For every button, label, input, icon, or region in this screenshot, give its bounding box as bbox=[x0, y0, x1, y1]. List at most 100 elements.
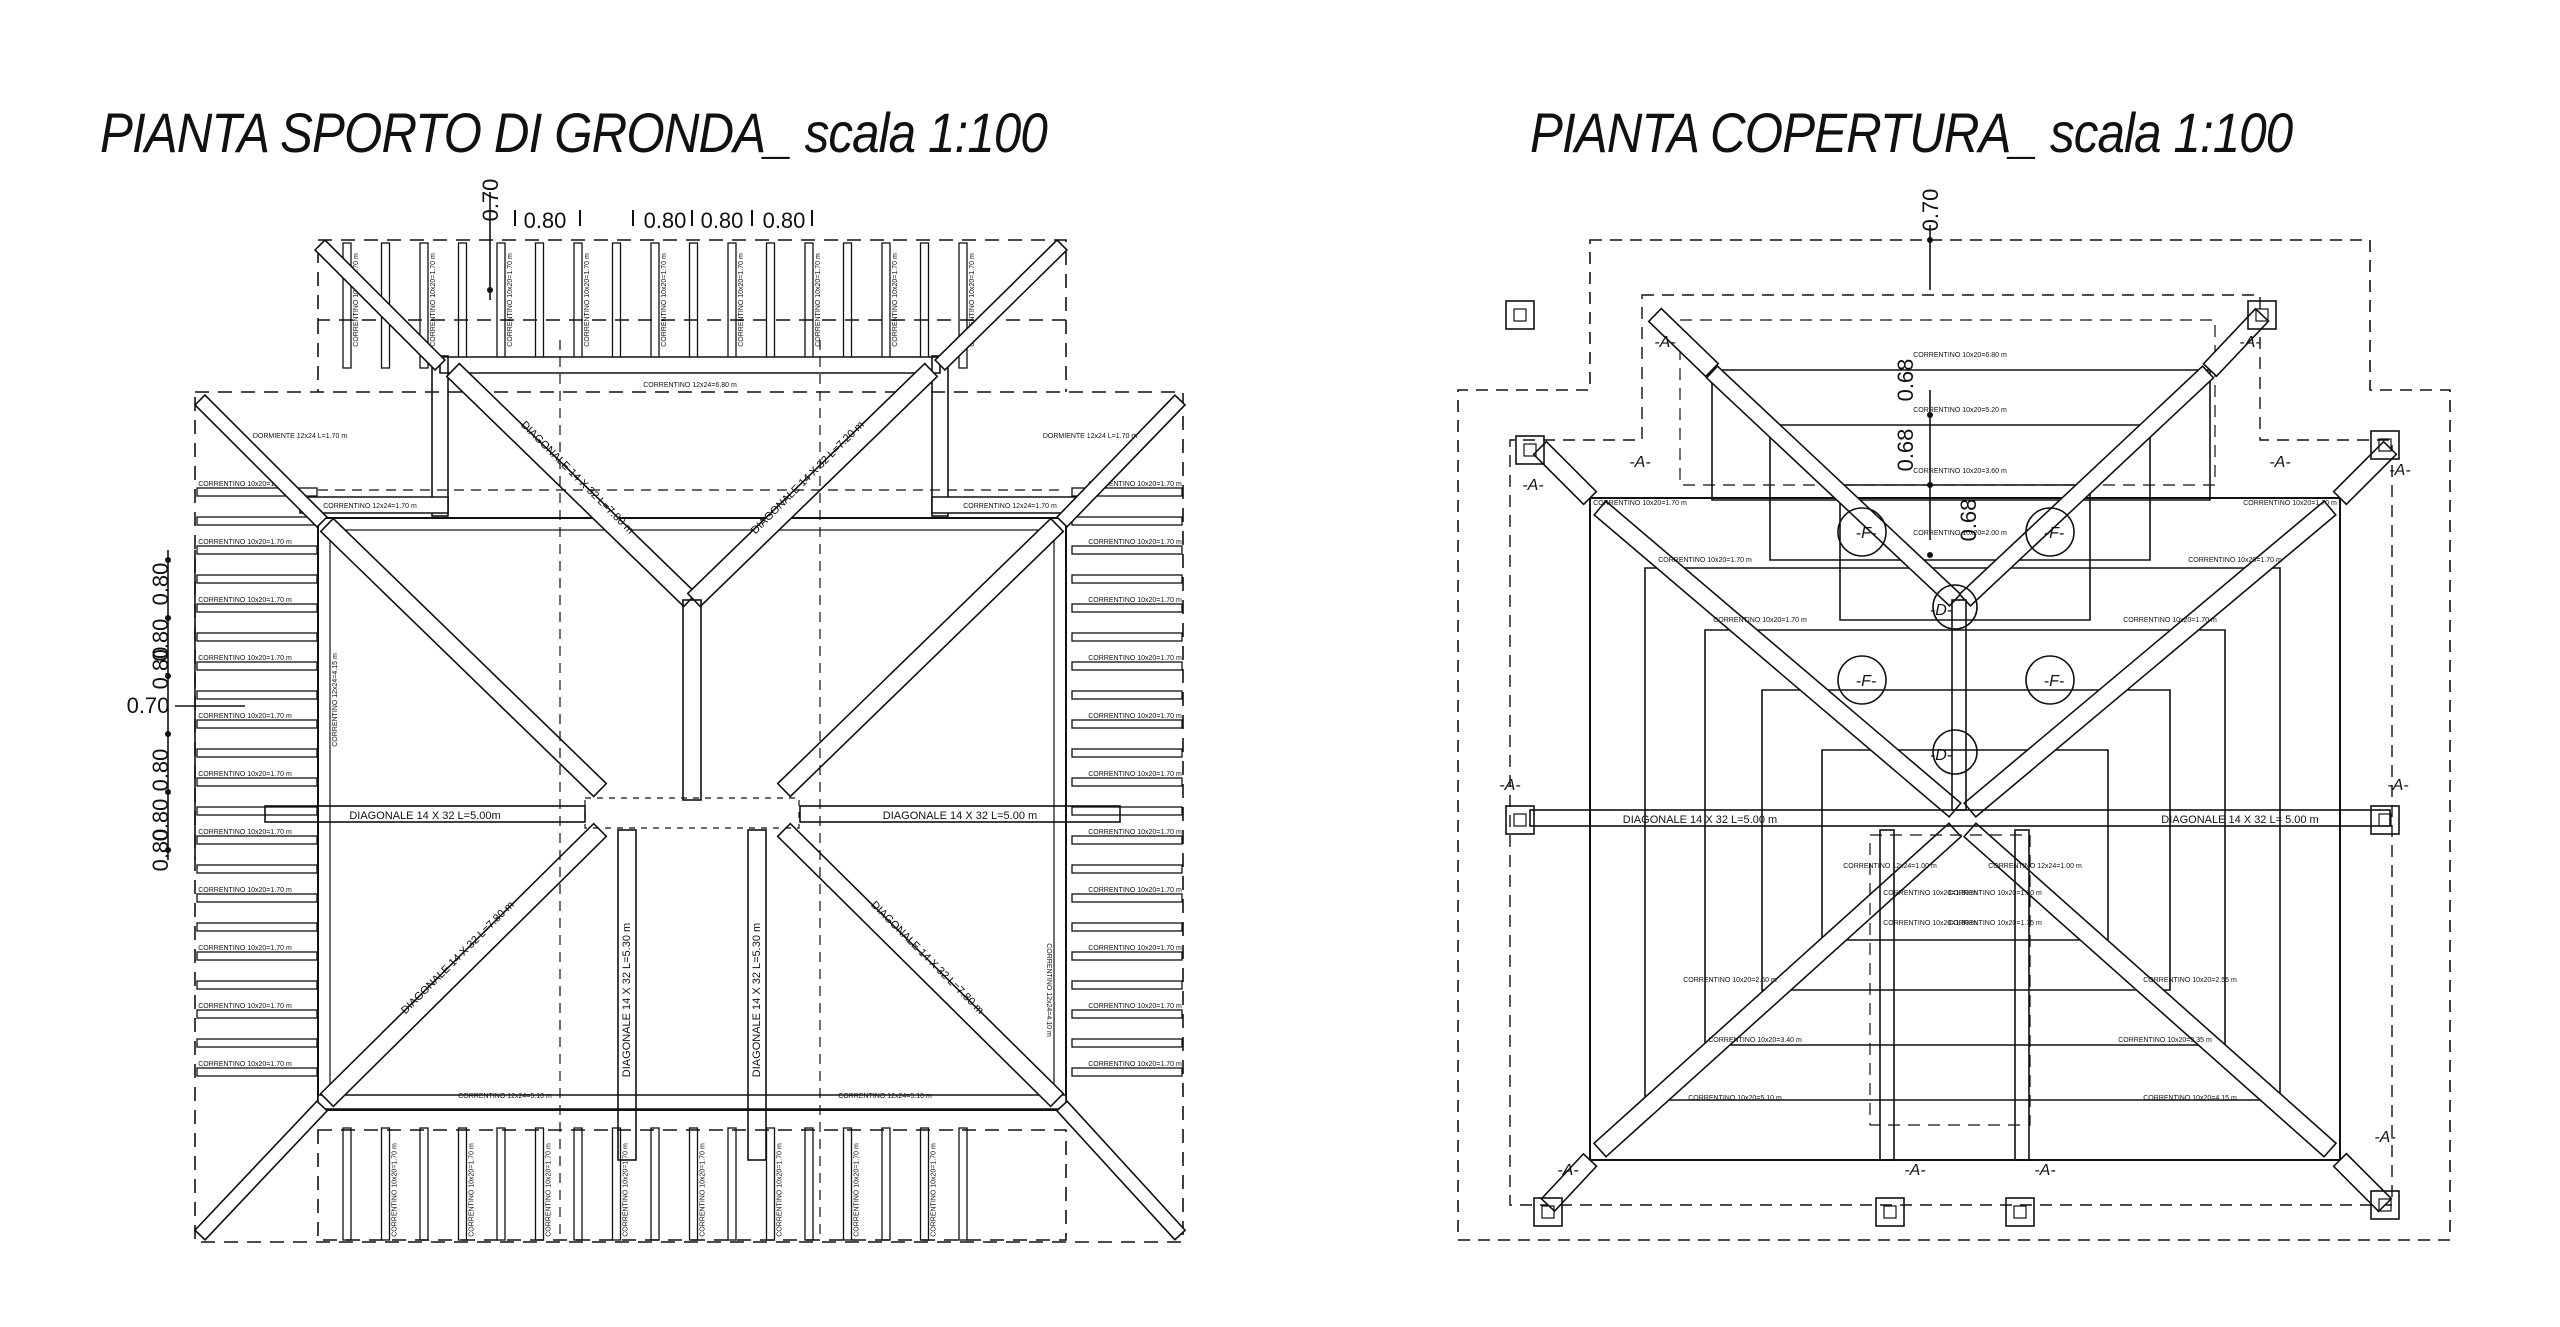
diagonal-beam bbox=[686, 362, 939, 608]
post-square bbox=[2370, 805, 2400, 835]
dim-tick bbox=[165, 615, 171, 621]
diagonal-label: DIAGONALE 14 X 32 L=7.80 m bbox=[399, 899, 517, 1017]
post-square bbox=[1533, 1197, 1563, 1227]
beam-label: CORRENTINO 12x24=4.15 m bbox=[332, 653, 339, 747]
section-circle-d bbox=[1932, 729, 1978, 775]
rafter bbox=[196, 893, 318, 903]
rafter bbox=[804, 1127, 814, 1241]
hip-beam bbox=[193, 1100, 329, 1241]
beam-label: CORRENTINO 10x20=3.35 m bbox=[2118, 1037, 2212, 1044]
post-core bbox=[2255, 308, 2269, 322]
beam-bottom bbox=[317, 1094, 1067, 1110]
rafter bbox=[1071, 661, 1183, 671]
hip-beam bbox=[1055, 394, 1187, 528]
diagonal-label: DIAGONALE 14 X 32 L=5.00m bbox=[349, 810, 500, 822]
diagonal-label: DIAGONALE 14 X 32 L=7.80 m bbox=[868, 899, 986, 1017]
diagonal-beam bbox=[1962, 822, 2338, 1158]
section-tag-a: -A- bbox=[2034, 1162, 2055, 1179]
rafter bbox=[1071, 574, 1183, 584]
ridge-beam bbox=[1951, 599, 1967, 811]
rafter-label: CORRENTINO 10x20=1.70 m bbox=[1088, 713, 1182, 720]
roof-dashed-zone bbox=[1679, 319, 2216, 486]
rafter bbox=[1071, 487, 1183, 497]
section-circle-f bbox=[2025, 507, 2075, 557]
diagonal-beam bbox=[1963, 499, 2337, 819]
hip-beam bbox=[193, 393, 329, 529]
section-tag-a: -A- bbox=[1904, 1162, 1925, 1179]
dim-value: 0.80 bbox=[524, 208, 567, 233]
rafter bbox=[1071, 603, 1183, 613]
dim-value: 0.70 bbox=[478, 179, 503, 222]
beam-label: CORRENTINO 10x20=1.70 m bbox=[2123, 617, 2217, 624]
dim-value: 0.80 bbox=[148, 563, 173, 606]
rafter bbox=[1071, 690, 1183, 700]
rafter-label: CORRENTINO 10x20=1.70 m bbox=[198, 713, 292, 720]
dim-value: 0.70 bbox=[127, 693, 170, 718]
rafter-label: CORRENTINO 10x20=1.70 m bbox=[815, 253, 822, 347]
beam-label: CORRENTINO 12x24=1.00 m bbox=[1988, 863, 2082, 870]
dim-tick bbox=[1927, 552, 1933, 558]
rafter bbox=[688, 1127, 699, 1241]
rafter-label: CORRENTINO 10x20=1.70 m bbox=[198, 829, 292, 836]
hip-beam bbox=[1647, 307, 1720, 378]
beam-label: CORRENTINO 12x24=4.10 m bbox=[1045, 943, 1052, 1037]
beam-label: CORRENTINO 10x20=1.70 m bbox=[1713, 617, 1807, 624]
beam-vertical bbox=[617, 829, 637, 1161]
rafter bbox=[919, 1127, 930, 1241]
hip-beam bbox=[2332, 1152, 2393, 1213]
rafter-label: CORRENTINO 10x20=1.70 m bbox=[738, 253, 745, 347]
section-tag-a: -A- bbox=[2387, 777, 2408, 794]
post-core bbox=[2378, 1198, 2392, 1212]
section-circle-f bbox=[2025, 655, 2075, 705]
eave-outline-top bbox=[317, 239, 1067, 321]
rafter bbox=[196, 690, 318, 700]
rafter bbox=[1071, 980, 1183, 990]
post-square bbox=[1875, 1197, 1905, 1227]
rafter bbox=[196, 603, 318, 613]
rafter bbox=[842, 242, 853, 369]
rafter bbox=[1071, 1067, 1183, 1077]
rafter-label: CORRENTINO 10x20=1.70 m bbox=[1088, 481, 1182, 488]
beam-vertical bbox=[747, 829, 767, 1161]
post-square bbox=[2005, 1197, 2035, 1227]
section-tag-f: -F- bbox=[2044, 525, 2064, 542]
beam-label: CORRENTINO 10x20=4.15 m bbox=[2143, 1095, 2237, 1102]
section-circle-f bbox=[1837, 507, 1887, 557]
rafter-label: CORRENTINO 10x20=1.70 m bbox=[777, 1143, 784, 1237]
rafter bbox=[958, 242, 968, 369]
dim-tick bbox=[1927, 412, 1933, 418]
beam-top-wing bbox=[439, 356, 941, 374]
section-tag-a: -A- bbox=[1522, 477, 1543, 494]
rafter-label: CORRENTINO 10x20=1.70 m bbox=[1088, 655, 1182, 662]
rafter-label: CORRENTINO 10x20=1.70 m bbox=[198, 945, 292, 952]
section-tag-a: -A- bbox=[2389, 462, 2410, 479]
beam-label: CORRENTINO 10x20=3.60 m bbox=[1913, 468, 2007, 475]
section-tag-a: -A- bbox=[1557, 1162, 1578, 1179]
dim-value: 0.68 bbox=[1893, 429, 1918, 472]
post-square bbox=[2370, 1190, 2400, 1220]
post-core bbox=[1883, 1205, 1897, 1219]
title-right: PIANTA COPERTURA_ scala 1:100 bbox=[1530, 101, 2293, 164]
rafter bbox=[196, 1009, 318, 1019]
rafter bbox=[881, 242, 891, 369]
post-square bbox=[2247, 300, 2277, 330]
rafter-label: CORRENTINO 10x20=1.70 m bbox=[584, 253, 591, 347]
diagonal-label: DIAGONALE 14 X 32 L=7.20 m bbox=[749, 419, 867, 537]
beam-post bbox=[431, 355, 449, 517]
dim-tick bbox=[165, 557, 171, 563]
rafter bbox=[496, 1127, 506, 1241]
rafter bbox=[196, 922, 318, 932]
rafter bbox=[1071, 545, 1183, 555]
diagonal-beam bbox=[1958, 365, 2215, 607]
section-tag-d: -D- bbox=[1930, 747, 1952, 764]
rafter bbox=[496, 242, 506, 369]
diagonal-beam-h bbox=[799, 805, 1121, 823]
rafter bbox=[196, 545, 318, 555]
rafter bbox=[1071, 516, 1183, 526]
rafter-label: CORRENTINO 10x20=1.70 m bbox=[1088, 945, 1182, 952]
rafter-label: CORRENTINO 10x20=1.70 m bbox=[430, 253, 437, 347]
section-tag-a: -A- bbox=[1499, 777, 1520, 794]
rafter bbox=[196, 864, 318, 874]
